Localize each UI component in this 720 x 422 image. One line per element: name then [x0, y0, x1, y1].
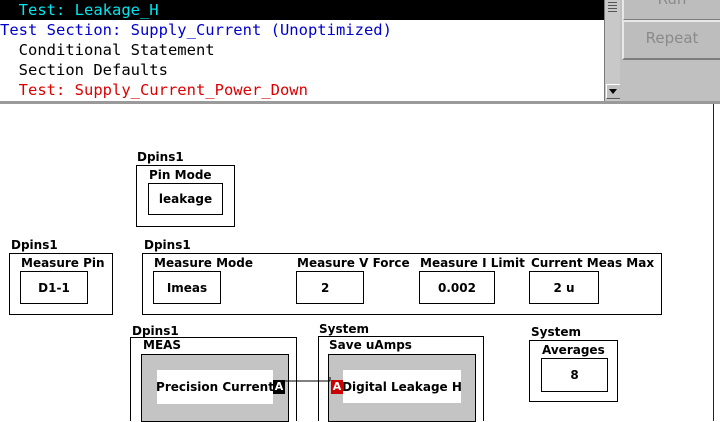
measure-settings-block[interactable]: Measure Mode Imeas Measure V Force 2 Mea… [142, 253, 662, 315]
list-scrollbar[interactable] [604, 0, 621, 101]
measure-pin-value[interactable]: D1-1 [20, 271, 88, 304]
run-button[interactable]: Run [622, 0, 720, 21]
measure-mode-label: Measure Mode [154, 256, 254, 270]
save-label: Save uAmps [329, 338, 412, 352]
meas-owner: Dpins1 [132, 324, 179, 338]
arrow-down-icon [609, 89, 617, 94]
current-meas-max-label: Current Meas Max [531, 256, 655, 270]
output-port[interactable]: A [273, 380, 285, 394]
digital-leakage-node[interactable]: A Digital Leakage H [328, 354, 476, 422]
save-owner: System [319, 322, 369, 336]
scroll-down-button[interactable] [606, 84, 621, 99]
pane-divider[interactable] [0, 101, 720, 104]
measure-i-limit-value[interactable]: 0.002 [419, 271, 495, 304]
action-panel: Run Repeat [620, 0, 720, 101]
input-port[interactable]: A [331, 380, 343, 394]
measure-v-force-label: Measure V Force [297, 256, 410, 270]
meas-block[interactable]: MEAS Precision Current A [130, 337, 297, 422]
measure-mode-value[interactable]: Imeas [153, 271, 221, 304]
list-item[interactable]: Test Section: Supply_Current (Unoptimize… [0, 21, 392, 39]
measure-group-owner: Dpins1 [144, 238, 191, 252]
canvas-edge [713, 104, 720, 421]
list-item[interactable]: Section Defaults [0, 61, 168, 79]
test-list[interactable]: Test: Leakage_H Test Section: Supply_Cur… [0, 0, 604, 101]
list-item[interactable]: Conditional Statement [0, 41, 215, 59]
pin-mode-value[interactable]: leakage [148, 183, 223, 215]
measure-v-force-value[interactable]: 2 [296, 271, 364, 304]
pin-mode-owner: Dpins1 [137, 150, 184, 164]
pin-mode-block[interactable]: Pin Mode leakage [136, 165, 235, 227]
measure-pin-owner: Dpins1 [11, 238, 58, 252]
averages-label: Averages [542, 343, 605, 357]
precision-current-label: Precision Current [156, 370, 274, 404]
precision-current-node[interactable]: Precision Current A [141, 354, 289, 422]
averages-owner: System [531, 325, 581, 339]
connection-line[interactable] [285, 374, 335, 388]
averages-block[interactable]: Averages 8 [529, 340, 618, 402]
measure-pin-block[interactable]: Measure Pin D1-1 [9, 253, 113, 315]
scrollbar-thumb[interactable] [606, 0, 619, 16]
pin-mode-label: Pin Mode [149, 168, 212, 182]
measure-pin-label: Measure Pin [21, 256, 105, 270]
repeat-button[interactable]: Repeat [622, 20, 720, 60]
averages-value[interactable]: 8 [541, 358, 608, 392]
digital-leakage-label: Digital Leakage H [342, 370, 462, 403]
save-block[interactable]: Save uAmps A Digital Leakage H [318, 336, 484, 422]
test-diagram: Dpins1 Pin Mode leakage Dpins1 Measure P… [0, 104, 713, 422]
measure-i-limit-label: Measure I Limit [420, 256, 525, 270]
meas-label: MEAS [143, 338, 182, 352]
list-item[interactable]: Test: Supply_Current_Power_Down [0, 81, 308, 99]
list-item[interactable]: Test: Leakage_H [0, 0, 604, 20]
current-meas-max-value[interactable]: 2 u [529, 271, 599, 304]
